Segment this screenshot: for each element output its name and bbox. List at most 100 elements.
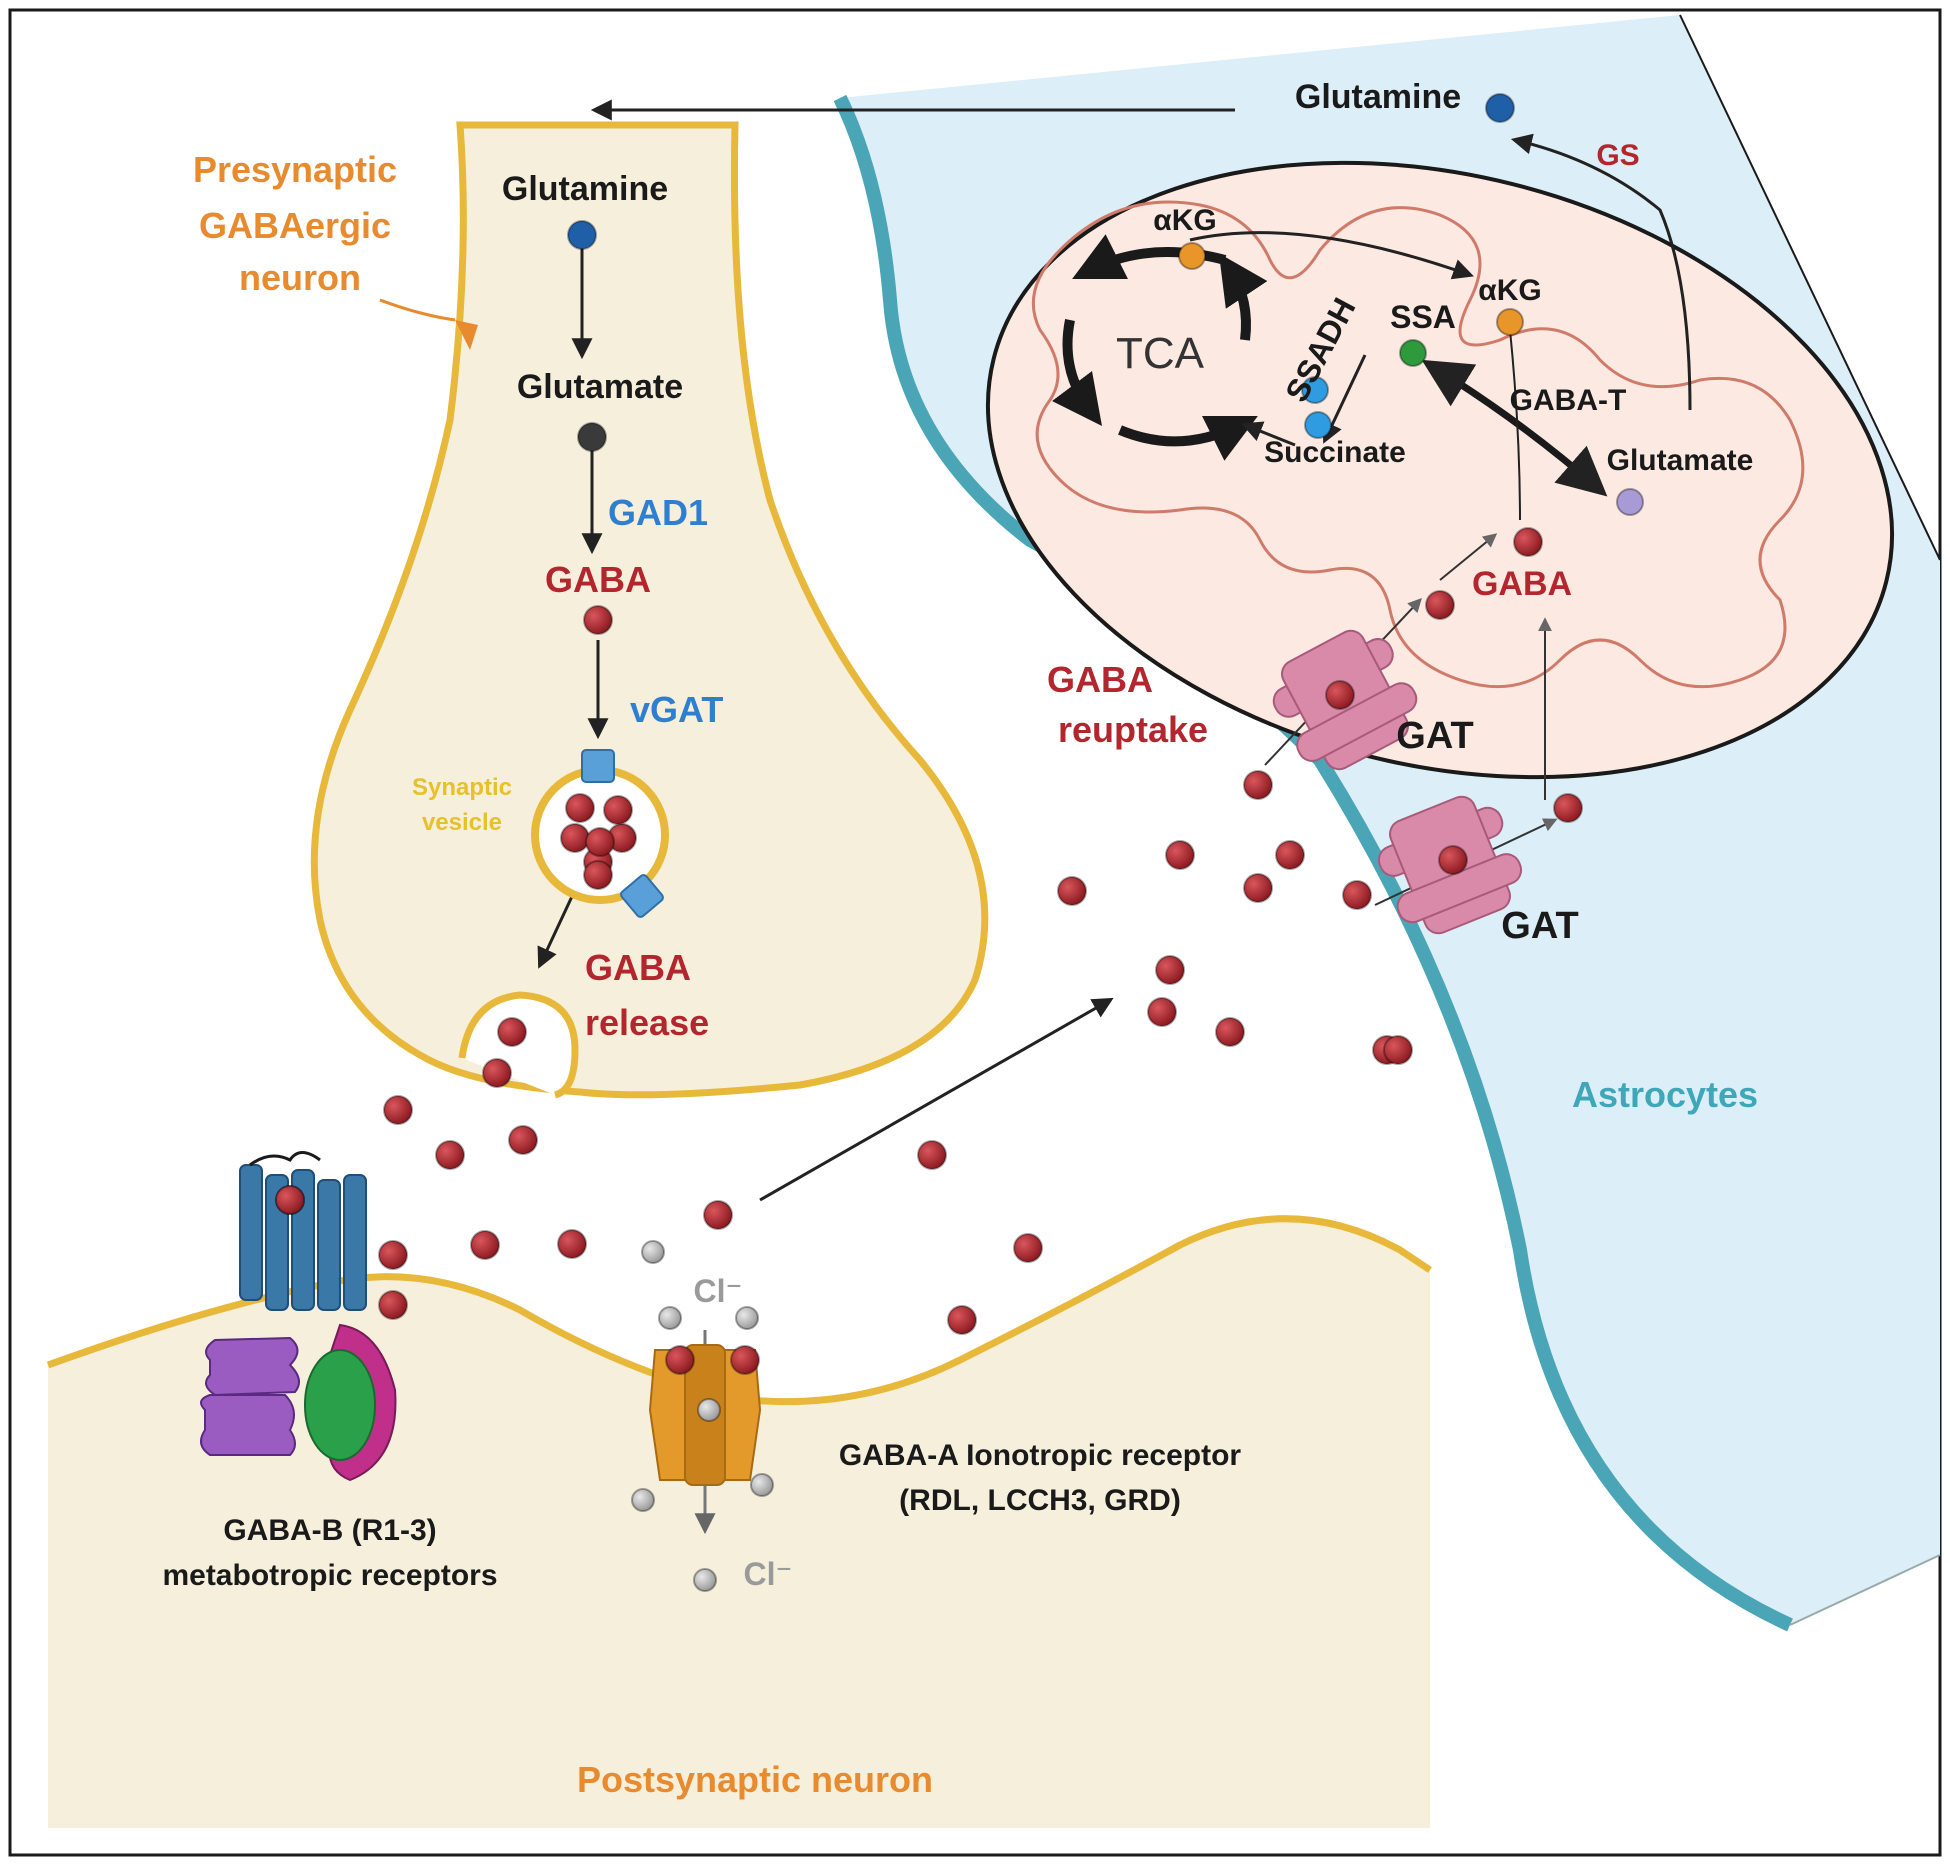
gaba-release-label-line1: GABA <box>585 947 691 988</box>
ssa-label: SSA <box>1390 299 1456 335</box>
succinate-molecule-tca <box>1301 376 1329 404</box>
gaba-molecule <box>1165 840 1195 870</box>
gaba-molecule <box>917 1140 947 1170</box>
gaba-molecule <box>665 1345 695 1375</box>
gaba-molecule <box>1057 876 1087 906</box>
gaba-molecule <box>435 1140 465 1170</box>
astrocyte-edge-line <box>1679 14 1941 561</box>
gaba-molecule <box>947 1305 977 1335</box>
synaptic-vesicle-label-line1: Synaptic <box>412 774 512 801</box>
chloride-bottom-label: Cl⁻ <box>744 1556 793 1592</box>
postsynaptic-neuron <box>48 1218 1430 1828</box>
gaba-molecule <box>603 795 633 825</box>
chloride-ion <box>693 1568 717 1592</box>
vesicle-transporter-top <box>581 749 615 783</box>
akg-right-label: αKG <box>1478 274 1541 307</box>
reuptake-direction-arrow <box>759 997 1114 1202</box>
gaba-molecule <box>1147 997 1177 1027</box>
gaba-molecule <box>565 793 595 823</box>
gaba-molecule <box>1243 770 1273 800</box>
astrocytes-label: Astrocytes <box>1572 1074 1758 1115</box>
gaba-molecule <box>703 1200 733 1230</box>
gaba-t-label: GABA-T <box>1510 384 1627 417</box>
chloride-ion <box>750 1473 774 1497</box>
gaba-molecule <box>583 860 613 890</box>
presynaptic-pointer <box>379 298 456 322</box>
gaba-b-label-line2: metabotropic receptors <box>162 1559 497 1592</box>
succinate-to-tca-arrow <box>1241 421 1296 447</box>
astrocyte-edge-line-lower <box>1789 1554 1941 1626</box>
akg-left-label: αKG <box>1153 204 1216 237</box>
presynaptic-label-line2: GABAergic <box>199 205 391 246</box>
synaptic-vesicle-label-line2: vesicle <box>422 809 502 836</box>
gaba-molecule <box>1275 840 1305 870</box>
glutamine-molecule-astro <box>1485 93 1515 123</box>
gaba-molecule <box>1553 793 1583 823</box>
gaba-a-label-line1: GABA-A Ionotropic receptor <box>839 1439 1242 1472</box>
molecules-layer <box>275 93 1644 1592</box>
tca-cycle <box>1052 234 1268 461</box>
gaba-molecule <box>470 1230 500 1260</box>
glutamate-molecule <box>577 422 607 452</box>
gat-transporter-lower <box>1377 795 1523 935</box>
chloride-top-label: Cl⁻ <box>694 1273 743 1309</box>
gaba-molecule <box>1342 880 1372 910</box>
presynaptic-pointer-head <box>455 320 478 350</box>
gaba-molecule <box>1243 873 1273 903</box>
g-protein-alpha <box>205 1336 300 1397</box>
glutamate-to-glutamine-arrow <box>1510 133 1692 411</box>
gaba-molecule <box>378 1240 408 1270</box>
presynaptic-label-line1: Presynaptic <box>193 149 397 190</box>
ssa-to-succinate-arrow <box>1322 354 1367 444</box>
gaba-molecule <box>583 605 613 635</box>
gad1-label: GAD1 <box>608 492 708 533</box>
gaba-molecule <box>1013 1233 1043 1263</box>
chloride-ion <box>735 1306 759 1330</box>
gaba-molecule <box>508 1125 538 1155</box>
gaba-molecule <box>560 823 590 853</box>
tca-label: TCA <box>1116 329 1205 378</box>
chloride-ion <box>658 1306 682 1330</box>
gaba-molecule <box>730 1345 760 1375</box>
gaba-b-receptor <box>200 1151 397 1482</box>
presynaptic-neuron <box>310 121 989 1099</box>
presynaptic-label-line3: neuron <box>239 257 361 298</box>
gaba-reuptake-label-line1: GABA <box>1047 659 1153 700</box>
gaba-pre-label: GABA <box>545 559 651 600</box>
gaba-b-label-line1: GABA-B (R1-3) <box>223 1514 436 1547</box>
gaba-molecule <box>557 1229 587 1259</box>
gaba-molecule <box>1215 1017 1245 1047</box>
gaba-molecule <box>1155 955 1185 985</box>
vgat-label: vGAT <box>630 689 723 730</box>
glutamine-pre-label: Glutamine <box>502 170 668 208</box>
gaba-release-label-line2: release <box>585 1002 709 1043</box>
gaba-molecule <box>1425 590 1455 620</box>
g-protein-beta <box>304 1349 376 1461</box>
gaba-to-gabat-line <box>1509 329 1521 521</box>
gaba-molecule <box>585 827 615 857</box>
ssa-molecule <box>1399 339 1427 367</box>
gaba-molecule <box>1513 527 1543 557</box>
succinate-molecule <box>1304 411 1332 439</box>
gaba-a-label-line2: (RDL, LCCH3, GRD) <box>899 1484 1181 1517</box>
gat-upper-label: GAT <box>1396 715 1473 757</box>
gaba-molecule <box>378 1290 408 1320</box>
glutamate-pre-label: Glutamate <box>517 368 683 406</box>
postsynaptic-label: Postsynaptic neuron <box>577 1759 933 1800</box>
gaba-reuptake-label-line2: reuptake <box>1058 709 1208 750</box>
vesicle-release-arrow <box>537 889 577 969</box>
gs-label: GS <box>1596 139 1639 172</box>
chloride-ion <box>631 1488 655 1512</box>
glutamate-molecule-mito <box>1616 488 1644 516</box>
gaba-molecule <box>497 1017 527 1047</box>
gaba-molecule <box>1325 680 1355 710</box>
glutamate-mito-label: Glutamate <box>1607 444 1754 477</box>
chloride-ion <box>641 1240 665 1264</box>
succinate-label: Succinate <box>1264 436 1406 469</box>
gaba-mito-label: GABA <box>1472 565 1572 603</box>
g-protein-alpha-lower <box>200 1394 296 1456</box>
gat-upper-arrow-2 <box>1439 533 1498 581</box>
gaba-molecule <box>1438 845 1468 875</box>
